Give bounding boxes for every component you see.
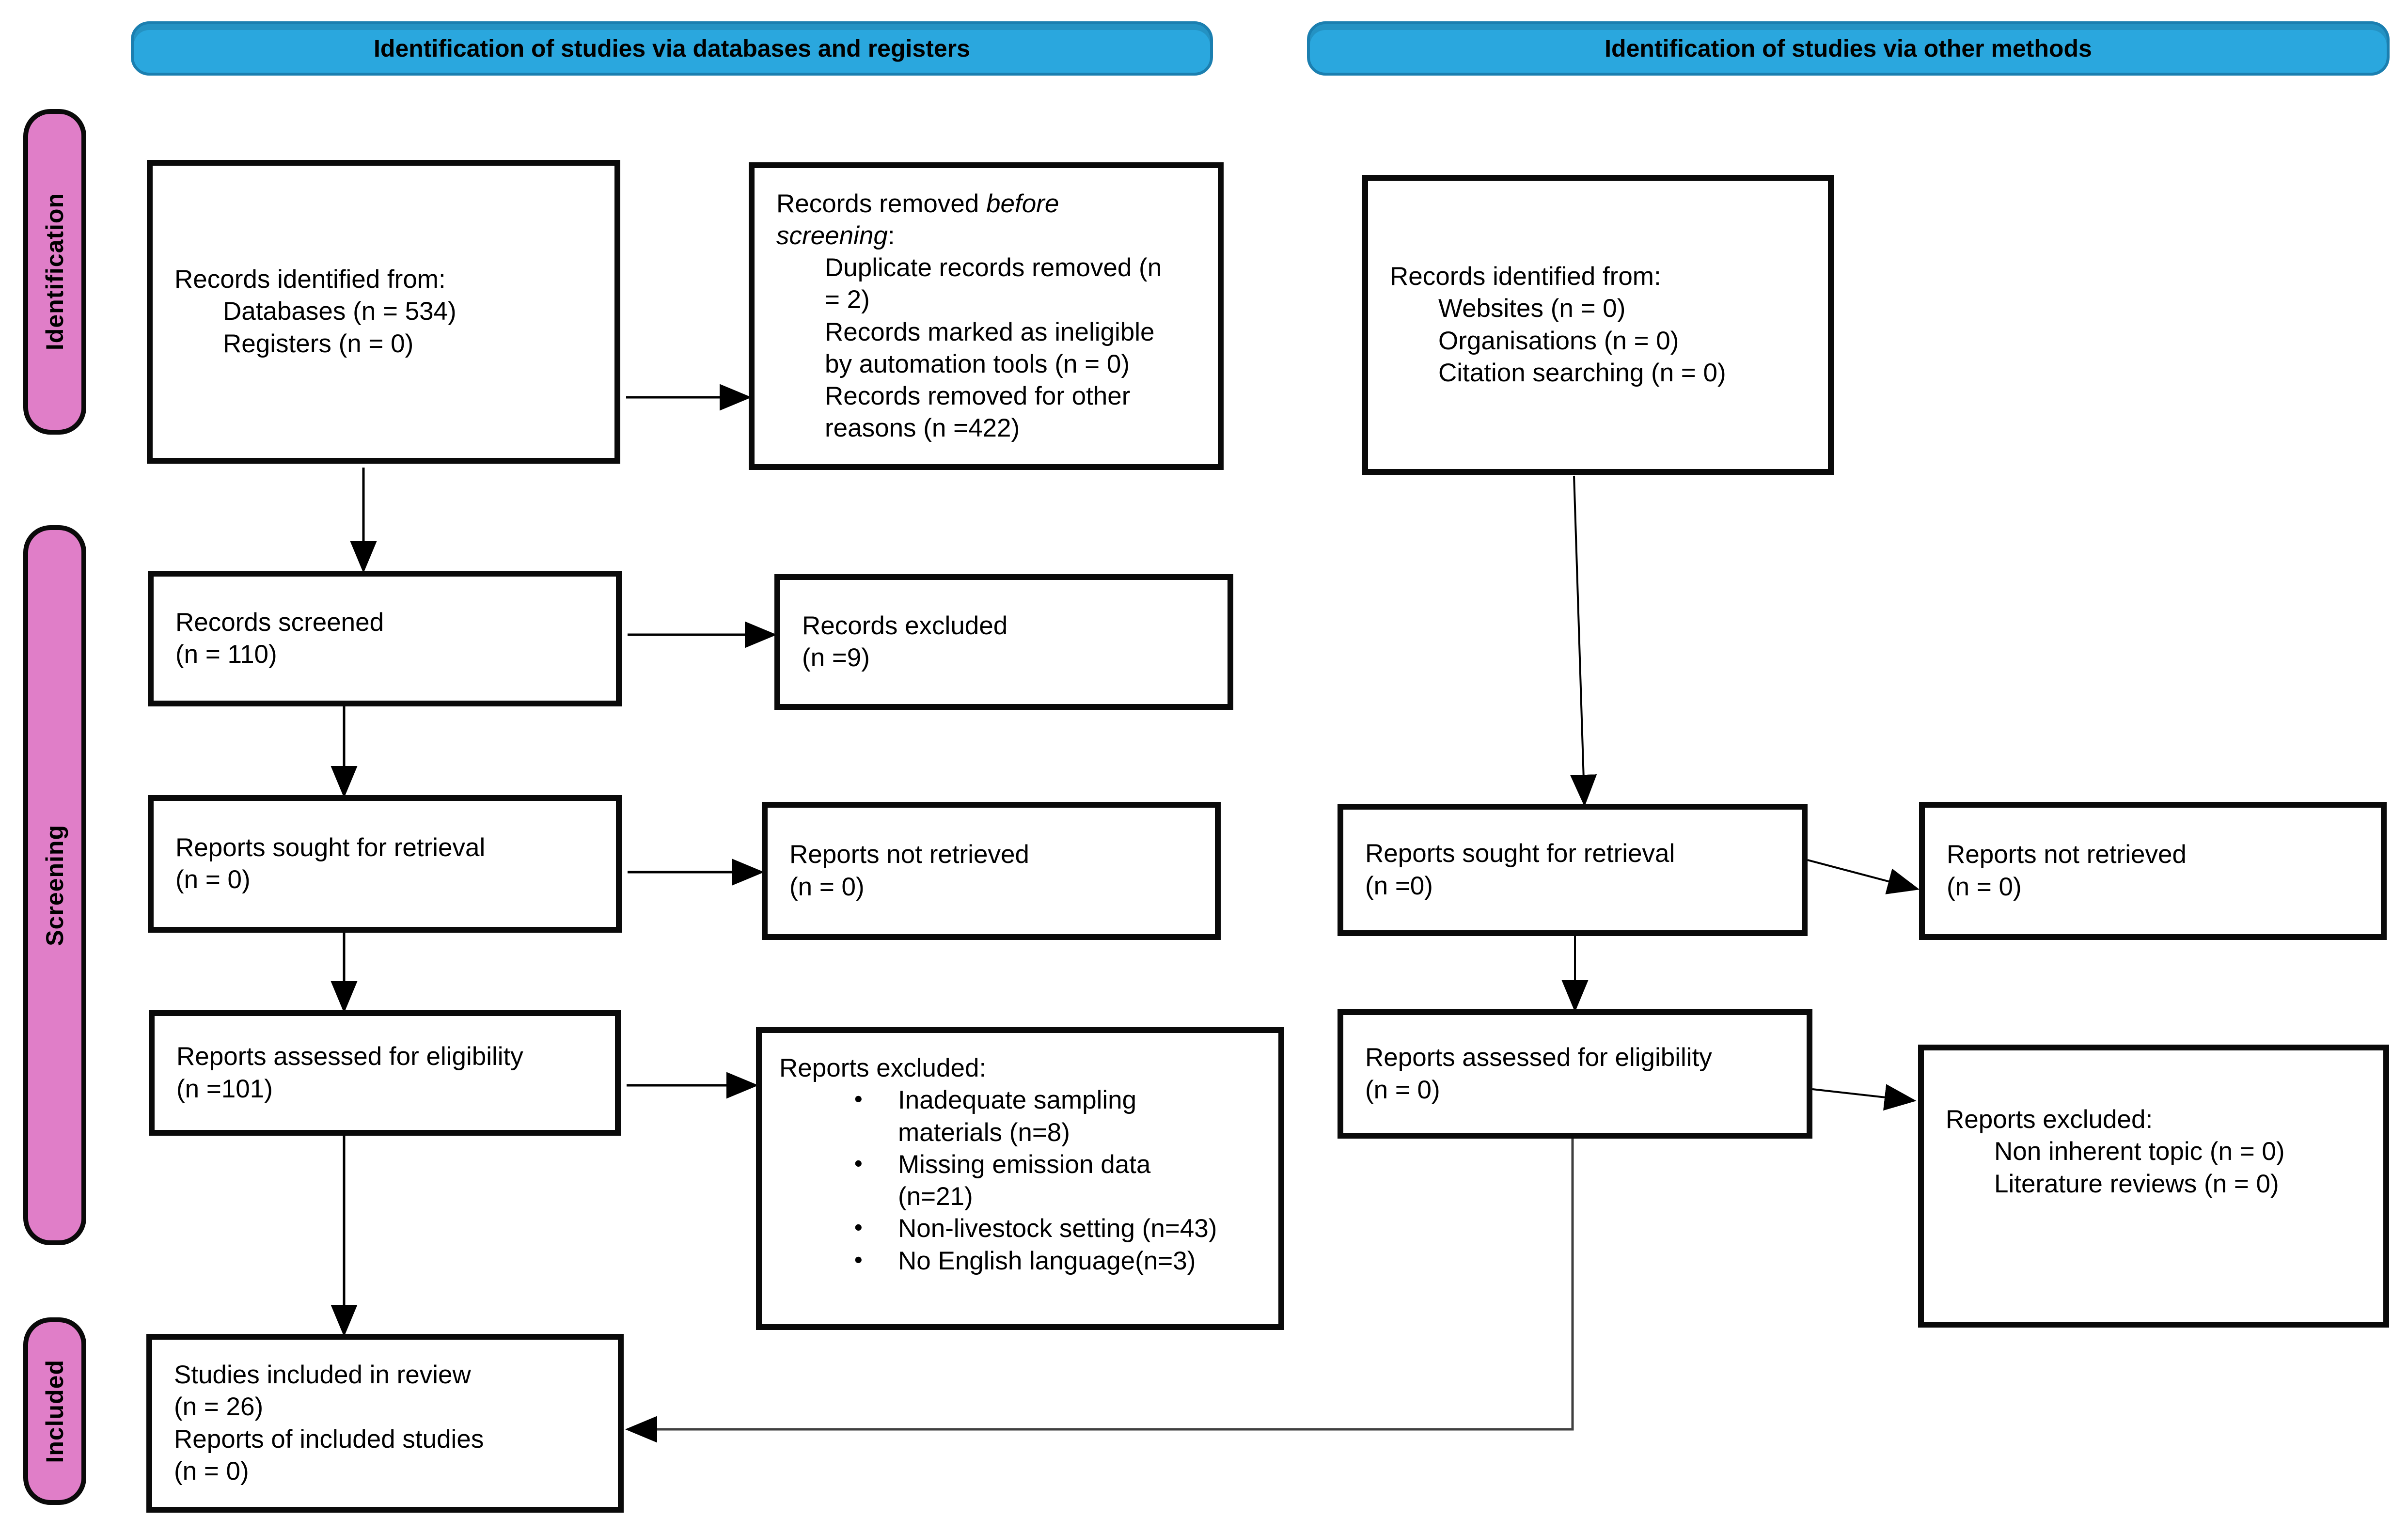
box-line: Databases (n = 534) bbox=[223, 297, 456, 326]
box-count: (n = 0) bbox=[175, 865, 251, 894]
box-records-identified-other: Records identified from: Websites (n = 0… bbox=[1362, 175, 1834, 475]
box-title: Records removed before screening: bbox=[776, 189, 1059, 250]
box-line: Reports sought for retrieval bbox=[175, 833, 486, 862]
box-reports-not-retrieved-other: Reports not retrieved (n = 0) bbox=[1919, 802, 2387, 940]
box-count: (n = 26) bbox=[174, 1392, 264, 1422]
excluded-reason: Non-livestock setting (n=43) bbox=[842, 1213, 1225, 1245]
banner-databases-label: Identification of studies via databases … bbox=[374, 35, 970, 62]
box-count: (n = 0) bbox=[789, 872, 865, 901]
stage-screening: Screening bbox=[23, 525, 86, 1245]
box-count: (n =0) bbox=[1365, 871, 1433, 900]
box-count: (n = 0) bbox=[1947, 872, 2022, 901]
box-line: Studies included in review bbox=[174, 1361, 471, 1389]
excluded-reason: No English language(n=3) bbox=[842, 1245, 1225, 1277]
arrow-otheridentified-to-sought bbox=[1570, 475, 1597, 807]
box-reports-excluded-other: Reports excluded: Non inherent topic (n … bbox=[1918, 1045, 2389, 1328]
box-line: Citation searching (n = 0) bbox=[1438, 358, 1726, 387]
box-line: Reports sought for retrieval bbox=[1365, 839, 1675, 868]
box-records-removed-before-screening: Records removed before screening: Duplic… bbox=[749, 162, 1224, 470]
box-count: (n = 110) bbox=[175, 640, 277, 669]
box-line: Records marked as ineligible by automati… bbox=[825, 317, 1155, 378]
excluded-reason: Missing emission data (n=21) bbox=[842, 1149, 1225, 1213]
box-studies-included: Studies included in review (n = 26) Repo… bbox=[146, 1334, 624, 1513]
box-line: Websites (n = 0) bbox=[1438, 294, 1626, 323]
stage-identification-label: Identification bbox=[41, 193, 68, 351]
box-line: Records screened bbox=[175, 608, 384, 637]
excluded-reason: Non inherent topic (n = 0) bbox=[1994, 1137, 2285, 1166]
stage-identification: Identification bbox=[23, 109, 86, 435]
arrow-othersought-to-notretrieved bbox=[1807, 859, 1920, 894]
box-count: (n =101) bbox=[176, 1074, 273, 1103]
box-line: Reports assessed for eligibility bbox=[176, 1042, 523, 1071]
box-reports-not-retrieved-databases: Reports not retrieved (n = 0) bbox=[762, 802, 1221, 940]
box-line: Reports not retrieved bbox=[1947, 840, 2187, 869]
arrow-otherassessed-to-excluded bbox=[1812, 1084, 1917, 1111]
box-count: (n = 0) bbox=[1365, 1075, 1440, 1104]
box-line: Reports not retrieved bbox=[789, 840, 1029, 869]
box-reports-assessed-other: Reports assessed for eligibility (n = 0) bbox=[1338, 1009, 1812, 1139]
banner-other-label: Identification of studies via other meth… bbox=[1605, 35, 2092, 62]
box-line: Reports of included studies bbox=[174, 1424, 484, 1454]
box-line: Records removed for other reasons (n =42… bbox=[825, 382, 1131, 443]
box-title: Records identified from: bbox=[1390, 262, 1661, 291]
box-line: Duplicate records removed (n = 2) bbox=[825, 253, 1162, 314]
box-line: Records excluded bbox=[802, 611, 1008, 640]
box-title: Records identified from: bbox=[174, 265, 446, 294]
stage-screening-label: Screening bbox=[41, 824, 68, 946]
box-records-excluded: Records excluded (n =9) bbox=[774, 574, 1233, 710]
box-count: (n = 0) bbox=[174, 1456, 249, 1486]
box-line: Reports assessed for eligibility bbox=[1365, 1043, 1712, 1072]
stage-included: Included bbox=[23, 1317, 86, 1505]
excluded-reason: Inadequate sampling materials (n=8) bbox=[842, 1084, 1225, 1149]
banner-other-methods: Identification of studies via other meth… bbox=[1307, 21, 2390, 76]
box-reports-sought-other: Reports sought for retrieval (n =0) bbox=[1338, 804, 1808, 936]
box-count: (n =9) bbox=[802, 643, 870, 672]
excluded-reason: Literature reviews (n = 0) bbox=[1994, 1169, 2279, 1198]
box-reports-assessed-databases: Reports assessed for eligibility (n =101… bbox=[149, 1010, 621, 1136]
box-records-screened: Records screened (n = 110) bbox=[148, 571, 622, 706]
stage-included-label: Included bbox=[41, 1359, 68, 1463]
box-title: Reports excluded: bbox=[779, 1054, 987, 1082]
box-reports-sought-databases: Reports sought for retrieval (n = 0) bbox=[148, 795, 622, 933]
box-records-identified-databases: Records identified from: Databases (n = … bbox=[147, 160, 620, 464]
box-line: Registers (n = 0) bbox=[223, 329, 414, 358]
banner-databases-registers: Identification of studies via databases … bbox=[131, 21, 1213, 76]
box-title: Reports excluded: bbox=[1946, 1105, 2153, 1134]
box-reports-excluded-databases: Reports excluded: Inadequate sampling ma… bbox=[756, 1027, 1284, 1330]
box-line: Organisations (n = 0) bbox=[1438, 326, 1679, 355]
